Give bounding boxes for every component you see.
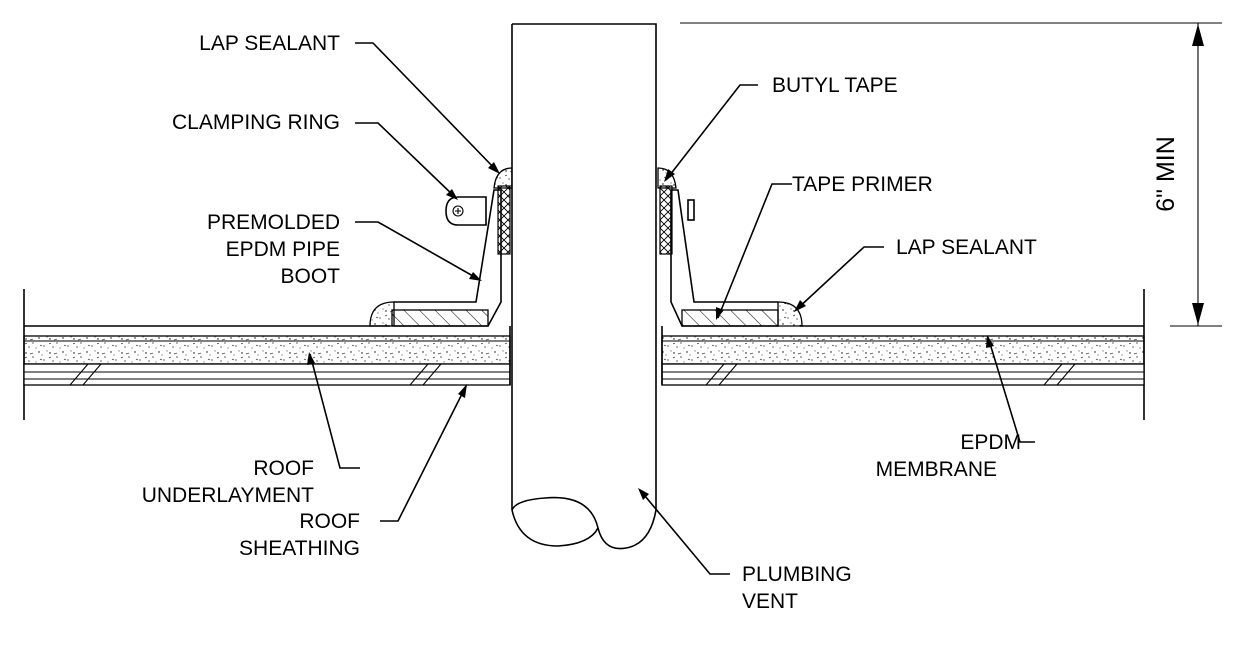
clamping-ring (445, 196, 487, 226)
label-premolded-1: PREMOLDED (207, 211, 340, 234)
label-roof-underlayment-1: ROOF (253, 457, 314, 480)
label-lap-sealant-top: LAP SEALANT (199, 32, 340, 55)
label-clamping-ring: CLAMPING RING (172, 111, 340, 134)
label-roof-sheathing-1: ROOF (299, 510, 360, 533)
label-roof-sheathing-2: SHEATHING (239, 537, 360, 560)
label-lap-sealant-right: LAP SEALANT (896, 236, 1037, 259)
butyl-tape-left (497, 185, 511, 255)
roof-assembly-right (661, 289, 1145, 420)
pipe-boot-right (657, 167, 803, 327)
underlayment-right (661, 335, 1145, 365)
label-tape-primer: TAPE PRIMER (792, 173, 933, 196)
tape-primer-left (391, 309, 489, 327)
tape-primer-right (681, 309, 779, 327)
underlayment-left (23, 335, 511, 365)
label-premolded-3: BOOT (280, 265, 340, 288)
plumbing-vent-pipe (511, 23, 657, 554)
label-plumbing-vent-2: VENT (742, 590, 798, 613)
label-epdm-membrane-1: EPDM (960, 431, 1021, 454)
label-plumbing-vent-1: PLUMBING (742, 563, 852, 586)
label-roof-underlayment-2: UNDERLAYMENT (142, 484, 314, 507)
sheathing-left (23, 363, 511, 386)
leader-lines (307, 42, 1035, 575)
butyl-tape-right (659, 185, 673, 255)
roof-assembly-left (23, 289, 511, 420)
label-butyl-tape: BUTYL TAPE (772, 74, 898, 97)
dimension-text: 6" MIN (1152, 136, 1180, 212)
callout-labels: LAP SEALANT CLAMPING RING PREMOLDED EPDM… (142, 32, 1037, 613)
label-epdm-membrane-2: MEMBRANE (876, 458, 997, 481)
dimension-6-min: 6" MIN (680, 22, 1222, 327)
clamping-ring-right-edge (687, 199, 695, 221)
pipe-boot-left (369, 167, 513, 327)
label-premolded-2: EPDM PIPE (226, 238, 340, 261)
